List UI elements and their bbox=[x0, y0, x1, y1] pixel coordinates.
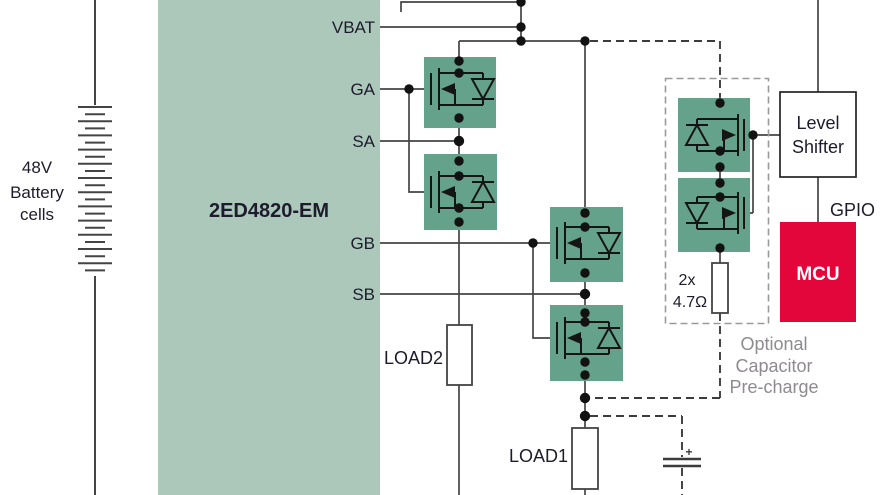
battery-label-line3: cells bbox=[20, 205, 54, 224]
junction-dots bbox=[404, 0, 758, 422]
optional-section-outline bbox=[664, 77, 770, 325]
battery-label-line2: Battery bbox=[10, 183, 64, 202]
load1-resistor bbox=[571, 427, 599, 490]
level-shifter-label-line1: Level bbox=[796, 113, 839, 133]
precharge-resistor-label-line1: 2x bbox=[679, 272, 696, 289]
gpio-label: GPIO bbox=[830, 200, 875, 220]
precharge-mosfet-bottom-symbol bbox=[684, 192, 745, 234]
battery-label-line1: 48V bbox=[22, 158, 53, 177]
mcu-label: MCU bbox=[796, 264, 839, 285]
mosfet-a-low-box bbox=[424, 154, 497, 230]
solid-wires bbox=[380, 0, 819, 495]
precharge-mosfet-top-box bbox=[678, 98, 750, 172]
pin-label-vbat: VBAT bbox=[332, 18, 375, 37]
precharge-mosfet-top-symbol bbox=[684, 114, 745, 156]
precharge-mosfet-bottom-box bbox=[678, 178, 750, 252]
battery-symbol bbox=[78, 0, 112, 495]
load1-label: LOAD1 bbox=[509, 446, 568, 466]
load2-resistor bbox=[446, 324, 473, 386]
gate-driver-chip-block bbox=[158, 0, 380, 495]
pin-label-ga: GA bbox=[350, 80, 375, 99]
dc-link-capacitor-icon bbox=[663, 457, 701, 468]
pin-label-sb: SB bbox=[352, 285, 375, 304]
battery-label: 48V Battery cells bbox=[10, 158, 64, 224]
optional-note-line3: Pre-charge bbox=[729, 377, 818, 397]
capacitor-plus-sign: + bbox=[685, 445, 692, 459]
precharge-resistor bbox=[711, 262, 729, 314]
level-shifter-label-line2: Shifter bbox=[792, 137, 844, 157]
load2-label: LOAD2 bbox=[384, 348, 443, 368]
optional-note-line2: Capacitor bbox=[735, 356, 812, 376]
dashed-wires bbox=[590, 40, 721, 495]
mcu-box bbox=[780, 222, 856, 322]
optional-note-line1: Optional bbox=[740, 334, 807, 354]
chip-title: 2ED4820-EM bbox=[209, 200, 329, 222]
pin-label-gb: GB bbox=[350, 234, 375, 253]
battery-cells-icon bbox=[78, 106, 112, 272]
pin-label-sa: SA bbox=[352, 132, 375, 151]
precharge-resistor-label-line2: 4.7Ω bbox=[673, 294, 707, 311]
level-shifter-box bbox=[779, 91, 857, 178]
mosfet-b-high-symbol bbox=[556, 222, 622, 264]
